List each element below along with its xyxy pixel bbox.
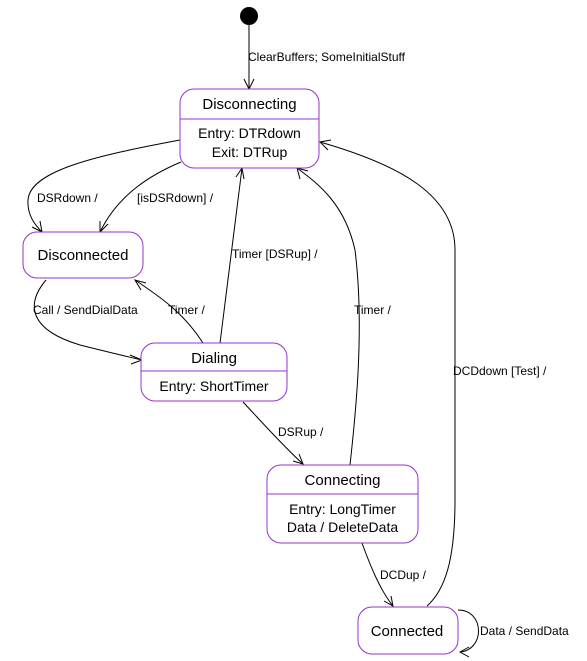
edge-dcddown [318,139,456,607]
state-connecting-data: Data / DeleteData [287,519,398,535]
label-data-senddata: Data / SendData [480,624,569,638]
label-dsrup: DSRup / [278,425,324,439]
initial-node [240,7,258,25]
state-connecting: Connecting Entry: LongTimer Data / Delet… [266,464,419,544]
label-timer-to-disconnected: Timer / [168,303,206,317]
state-disconnecting: Disconnecting Entry: DTRdown Exit: DTRup [179,88,320,169]
label-call-senddialdata: Call / SendDialData [33,303,138,317]
label-dcddown-test: DCDdown [Test] / [453,364,547,378]
state-disconnecting-exit: Exit: DTRup [212,144,288,160]
state-dialing-entry: Entry: ShortTimer [159,378,269,394]
state-connected-name: Connected [371,623,444,640]
state-disconnected-name: Disconnected [38,247,129,264]
state-disconnecting-name: Disconnecting [202,96,296,113]
state-dialing-name: Dialing [191,350,237,367]
edge-call-senddialdata [33,279,144,365]
state-connected: Connected [357,606,459,655]
state-disconnecting-entry: Entry: DTRdown [198,125,301,141]
edge-self-data-senddata [457,609,479,658]
label-isdsrdown: [isDSRdown] / [137,191,214,205]
label-dcdup: DCDup / [380,568,427,582]
edge-dsrup [242,401,304,465]
edge-timer-to-disconnected [133,279,204,344]
label-timer-dsrup: Timer [DSRup] / [232,247,318,261]
state-dialing: Dialing Entry: ShortTimer [140,342,288,402]
state-disconnected: Disconnected [22,231,144,279]
state-connecting-entry: Entry: LongTimer [289,501,396,517]
label-dsrdown: DSRdown / [37,191,98,205]
edge-dcdup [361,542,394,607]
edge-dsrdown [27,139,181,233]
label-timer-to-disconnecting: Timer / [354,303,392,317]
state-connecting-name: Connecting [305,472,381,489]
label-initial-transition: ClearBuffers; SomeInitialStuff [248,50,406,64]
edge-timer-to-disconnecting [296,167,360,466]
